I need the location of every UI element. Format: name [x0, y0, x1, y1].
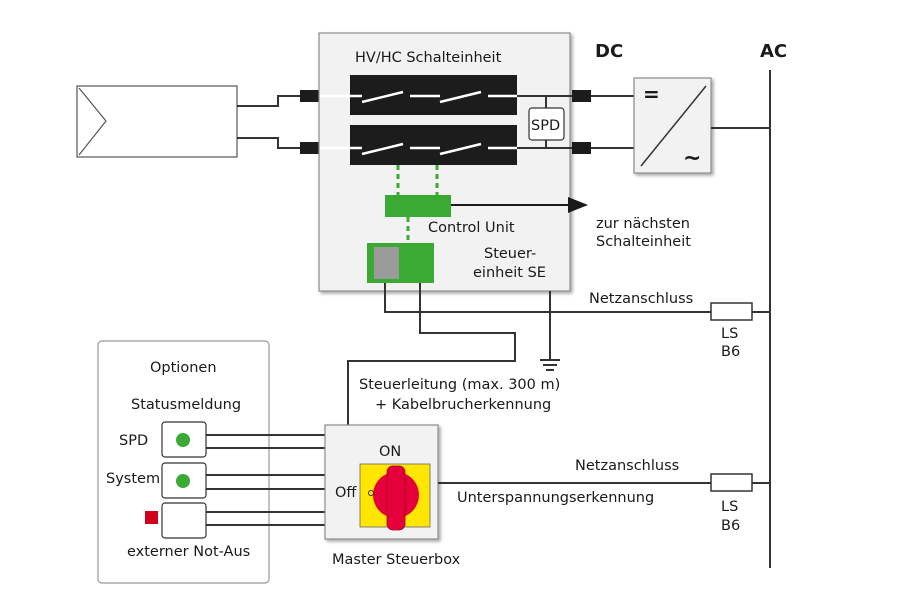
option-system-label: System: [106, 471, 160, 487]
breaker-2-label-2: B6: [721, 518, 740, 534]
dc-lines-to-inverter: [591, 95, 634, 149]
option-spd: [161, 421, 207, 458]
main-rotary-switch[interactable]: [359, 463, 431, 531]
ac-bus: [711, 70, 771, 568]
grid-connection-label-1: Netzanschluss: [589, 291, 693, 307]
options-title: Optionen: [150, 360, 217, 376]
se-label-1: Steuer-: [484, 246, 536, 262]
switch-off-label: Off: [335, 485, 357, 501]
switch-output-lines: [517, 95, 572, 149]
switch-bar-bottom: [320, 125, 517, 165]
connector-left-top: [300, 90, 320, 102]
breaker-1: [710, 302, 753, 321]
inverter-box: [633, 77, 712, 174]
pv-dc-lines: [237, 95, 300, 149]
switch-on-label: ON: [379, 444, 401, 460]
se-wiring: [347, 283, 770, 425]
ac-label: AC: [760, 41, 787, 62]
breaker-1-label-1: LS: [721, 326, 738, 342]
inverter-dc-symbol: =: [643, 82, 660, 106]
control-dotted-links: [396, 165, 439, 243]
connector-left-bottom: [300, 142, 320, 154]
se-label-2: einheit SE: [473, 265, 546, 281]
control-line-label-1: Steuerleitung (max. 300 m): [359, 377, 560, 393]
option-estop: [161, 502, 207, 539]
switch-bar-top: [320, 75, 517, 115]
breaker-1-label-2: B6: [721, 344, 740, 360]
next-unit-label-1: zur nächsten: [596, 216, 690, 232]
spd-device: [528, 107, 565, 141]
connector-right-top: [572, 90, 591, 102]
connector-right-bottom: [572, 142, 591, 154]
option-wiring: [206, 434, 325, 526]
spd-device-label: SPD: [531, 118, 560, 134]
option-estop-label: externer Not-Aus: [127, 544, 250, 560]
pv-module: [76, 85, 238, 158]
estop-indicator: [145, 511, 158, 524]
option-spd-label: SPD: [119, 433, 148, 449]
breaker-2: [710, 473, 753, 492]
master-box-label: Master Steuerbox: [332, 552, 461, 568]
se-unit: [367, 243, 434, 283]
inverter-ac-symbol: ~: [683, 146, 701, 171]
option-system: [161, 462, 207, 499]
dc-label: DC: [595, 41, 623, 62]
status-title: Statusmeldung: [131, 397, 241, 413]
undervoltage-label: Unterspannungserkennung: [457, 490, 654, 506]
switch-unit-title: HV/HC Schalteinheit: [355, 50, 502, 66]
control-line-label-2: + Kabelbrucherkennung: [375, 397, 551, 413]
breaker-2-label-1: LS: [721, 499, 738, 515]
control-unit-box: [385, 195, 451, 217]
options-box: [97, 340, 270, 584]
grid-connection-label-2: Netzanschluss: [575, 458, 679, 474]
control-unit-label: Control Unit: [428, 220, 515, 236]
next-unit-label-2: Schalteinheit: [596, 234, 691, 250]
